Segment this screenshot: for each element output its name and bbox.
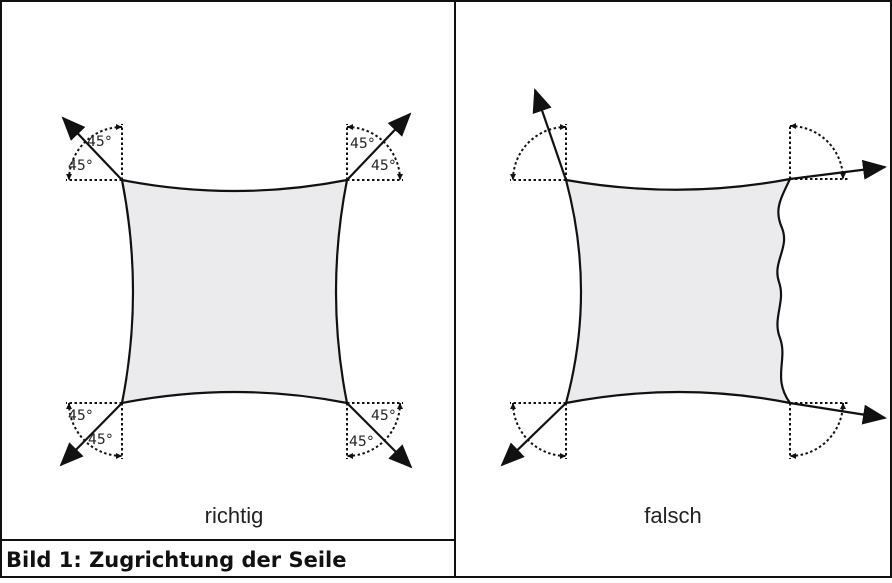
arc-tick — [116, 453, 122, 459]
corner-bottom-right — [346, 402, 413, 469]
arc-tick — [66, 403, 72, 409]
corner-top-left — [510, 88, 568, 181]
panel-wrong: falsch — [500, 88, 887, 528]
angle-label: 45° — [349, 434, 374, 450]
rope-arrow — [61, 116, 123, 181]
corner-top-left — [61, 116, 123, 181]
rope-arrow — [59, 402, 123, 467]
corner-bottom-left — [500, 402, 567, 467]
arc-tick — [560, 453, 566, 459]
corner-top-right — [789, 124, 887, 181]
arc-tick — [790, 123, 796, 129]
sail-wrong — [564, 177, 793, 405]
sail-correct — [120, 178, 349, 405]
arc-tick — [66, 174, 72, 180]
rope-arrow — [346, 112, 412, 181]
angle-label: 45° — [371, 408, 396, 424]
corner-bottom-left — [59, 402, 123, 467]
angle-label: 45° — [68, 408, 93, 424]
arc-tick — [347, 453, 353, 459]
panel-caption-wrong: falsch — [644, 503, 701, 528]
angle-label: 45° — [371, 158, 396, 174]
arc-tick — [840, 403, 846, 409]
figure-caption: Bild 1: Zugrichtung der Seile — [6, 548, 347, 572]
arc-tick — [560, 124, 566, 130]
arc-tick — [347, 124, 353, 130]
angle-label: 45° — [88, 432, 113, 448]
arc-tick — [397, 174, 403, 180]
angle-label: 45° — [350, 136, 375, 152]
angle-label: 45° — [68, 158, 93, 174]
angle-label: 45° — [87, 134, 112, 150]
arc-tick — [790, 453, 796, 459]
arc-tick — [510, 174, 516, 180]
arc-tick — [397, 403, 403, 409]
rope-arrow — [532, 88, 568, 181]
arc-tick — [116, 124, 122, 130]
rope-arrow — [789, 159, 887, 181]
arc-tick — [840, 173, 846, 179]
rope-arrow — [789, 401, 887, 425]
rope-arrow — [500, 402, 567, 467]
rope-arrow — [346, 402, 413, 469]
corner-bottom-right — [789, 401, 887, 459]
arc-tick — [510, 403, 516, 409]
corner-top-right — [346, 112, 412, 181]
panel-correct: 45° 45° 45° 45° 45° 45° 45° 45° richtig — [59, 112, 413, 528]
panel-caption-correct: richtig — [205, 503, 264, 528]
